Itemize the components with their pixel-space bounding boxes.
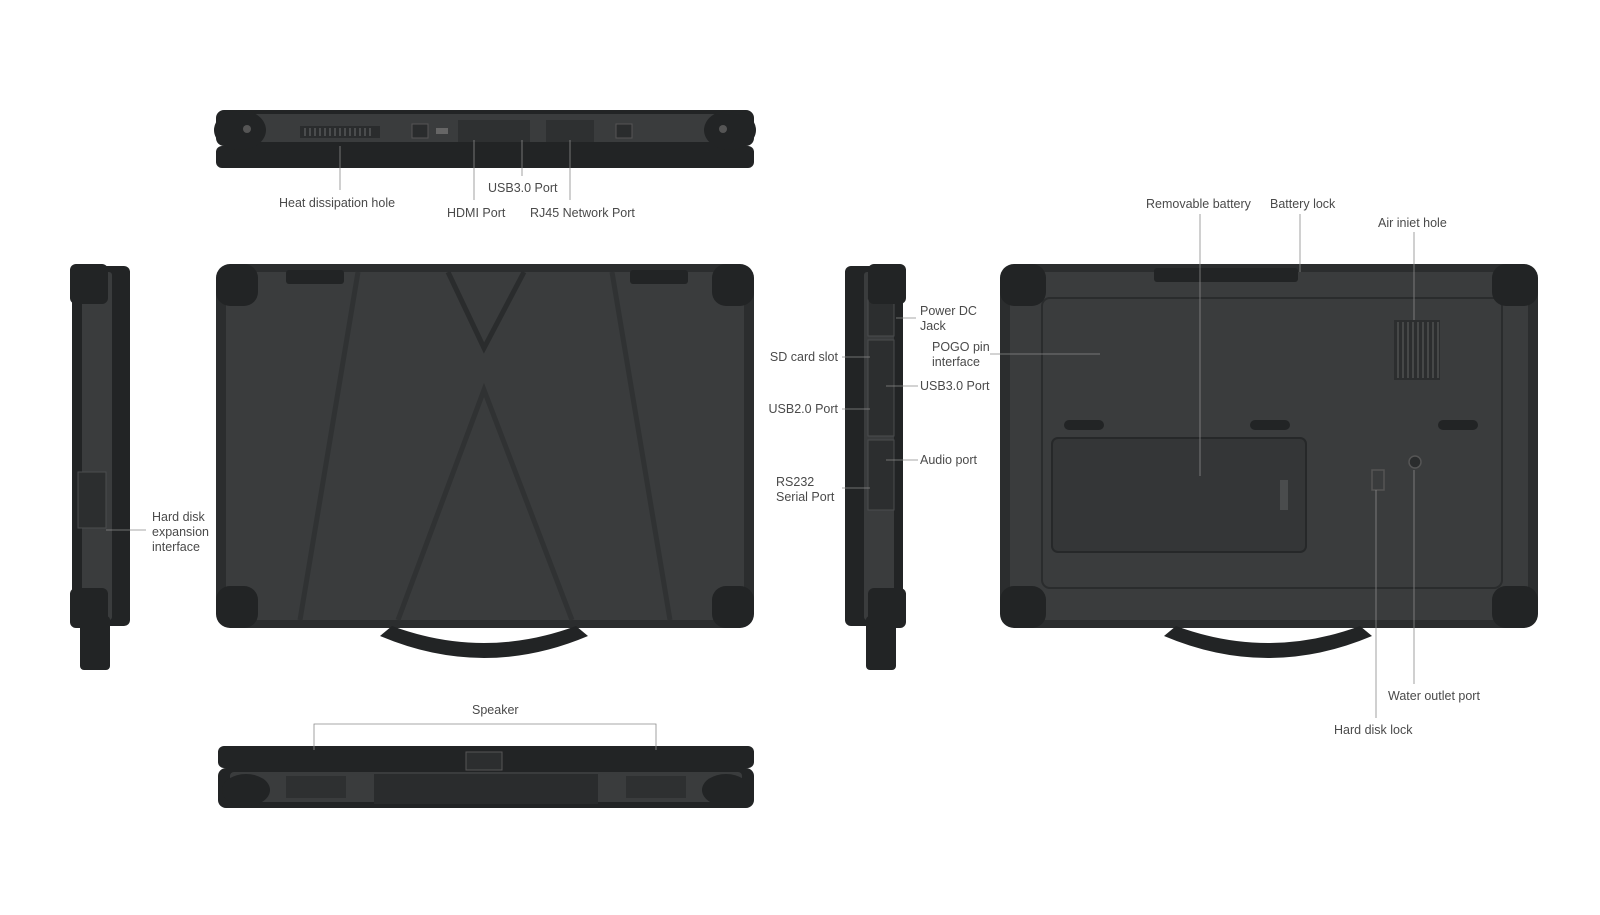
label-pogo-pin-interface: POGO pin interface [932, 340, 990, 369]
label-usb30-port-top: USB3.0 Port [488, 181, 558, 195]
label-removable-battery: Removable battery [1146, 197, 1251, 211]
underside-view [1000, 264, 1538, 658]
label-power-dc-jack: Power DC Jack [920, 304, 977, 333]
label-rs232-serial-port: RS232 Serial Port [776, 475, 835, 504]
label-usb30-port-side: USB3.0 Port [920, 379, 990, 393]
top-edge-view [214, 110, 756, 168]
left-side-view [70, 264, 130, 670]
label-battery-lock: Battery lock [1270, 197, 1336, 211]
right-side-view [845, 264, 906, 670]
label-audio-port: Audio port [920, 453, 977, 467]
label-heat-dissipation-hole: Heat dissipation hole [279, 196, 396, 210]
label-hard-disk-expansion-interface: Hard disk expansion interface [152, 510, 209, 554]
label-usb20-port: USB2.0 Port [768, 402, 838, 416]
label-air-inlet-hole: Air iniet hole [1378, 216, 1447, 230]
label-water-outlet-port: Water outlet port [1388, 689, 1480, 703]
lid-main-view [216, 264, 754, 658]
label-hard-disk-lock: Hard disk lock [1334, 723, 1413, 737]
label-sd-card-slot: SD card slot [769, 350, 838, 364]
label-speaker: Speaker [472, 703, 519, 717]
label-rj45-network-port: RJ45 Network Port [530, 206, 635, 220]
front-edge-view [218, 746, 754, 808]
leader-lines [106, 140, 1415, 750]
label-hdmi-port: HDMI Port [447, 206, 506, 220]
